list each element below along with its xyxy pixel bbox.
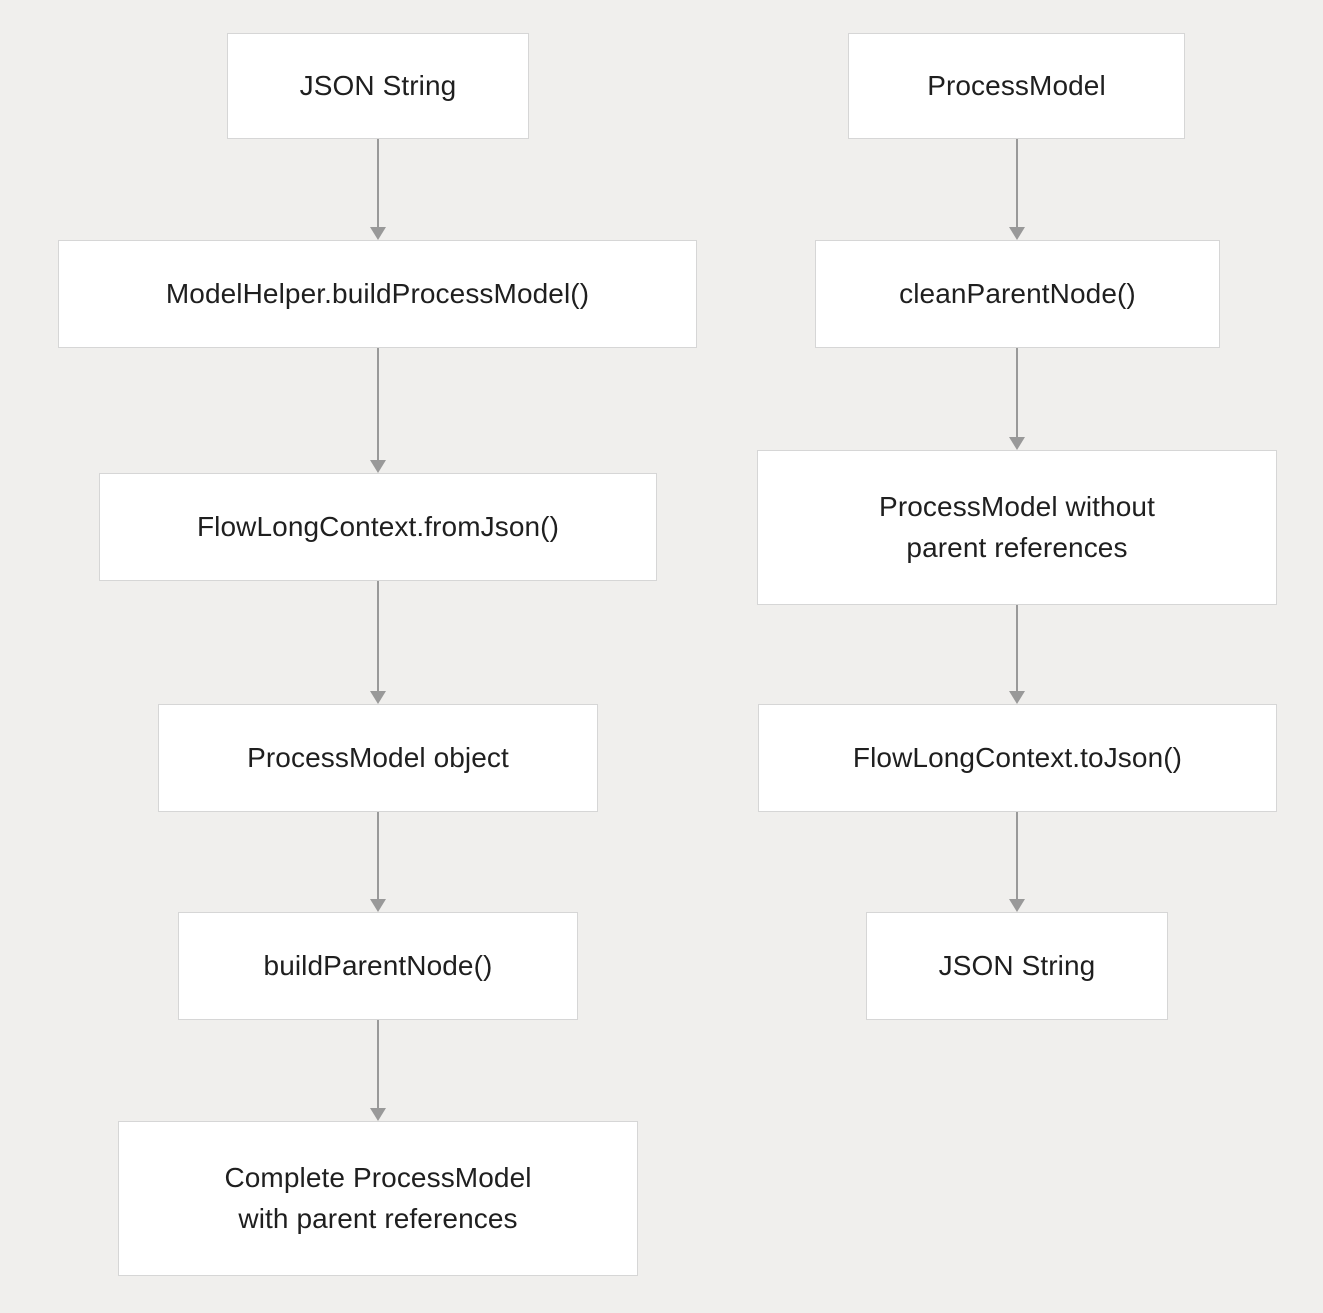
- down-arrow-icon: [370, 691, 386, 704]
- node-model-helper-build-process-model[interactable]: ModelHelper.buildProcessModel(): [58, 240, 697, 348]
- node-json-string-output[interactable]: JSON String: [866, 912, 1168, 1020]
- node-label: FlowLongContext.fromJson(): [196, 510, 560, 542]
- node-label: ProcessModel object: [247, 741, 509, 773]
- edge-line: [377, 139, 379, 227]
- node-label: ModelHelper.buildProcessModel(): [165, 277, 590, 309]
- node-flowlong-context-to-json[interactable]: FlowLongContext.toJson(): [758, 704, 1277, 812]
- down-arrow-icon: [1009, 691, 1025, 704]
- down-arrow-icon: [370, 1108, 386, 1121]
- down-arrow-icon: [370, 227, 386, 240]
- edge-line: [377, 1020, 379, 1108]
- down-arrow-icon: [1009, 899, 1025, 912]
- node-label: JSON String: [938, 949, 1096, 981]
- edge-line: [1016, 605, 1018, 691]
- node-label: ProcessModel without parent references: [879, 490, 1155, 563]
- node-label: Complete ProcessModel with parent refere…: [224, 1161, 532, 1234]
- down-arrow-icon: [1009, 437, 1025, 450]
- node-label: ProcessModel: [927, 69, 1106, 101]
- node-label: cleanParentNode(): [899, 277, 1136, 309]
- down-arrow-icon: [1009, 227, 1025, 240]
- edge-line: [1016, 348, 1018, 437]
- node-label: buildParentNode(): [263, 949, 493, 981]
- down-arrow-icon: [370, 899, 386, 912]
- node-json-string-input[interactable]: JSON String: [227, 33, 529, 139]
- edge-line: [1016, 812, 1018, 899]
- node-process-model-object[interactable]: ProcessModel object: [158, 704, 598, 812]
- node-complete-process-model-with-parent-references[interactable]: Complete ProcessModel with parent refere…: [118, 1121, 638, 1276]
- edge-line: [377, 581, 379, 691]
- node-build-parent-node[interactable]: buildParentNode(): [178, 912, 578, 1020]
- node-label: JSON String: [299, 69, 457, 101]
- node-process-model-input[interactable]: ProcessModel: [848, 33, 1185, 139]
- edge-line: [377, 812, 379, 899]
- node-process-model-without-parent-references[interactable]: ProcessModel without parent references: [757, 450, 1277, 605]
- edge-line: [1016, 139, 1018, 227]
- down-arrow-icon: [370, 460, 386, 473]
- node-clean-parent-node[interactable]: cleanParentNode(): [815, 240, 1220, 348]
- edge-line: [377, 348, 379, 460]
- node-label: FlowLongContext.toJson(): [852, 741, 1183, 773]
- node-flowlong-context-from-json[interactable]: FlowLongContext.fromJson(): [99, 473, 657, 581]
